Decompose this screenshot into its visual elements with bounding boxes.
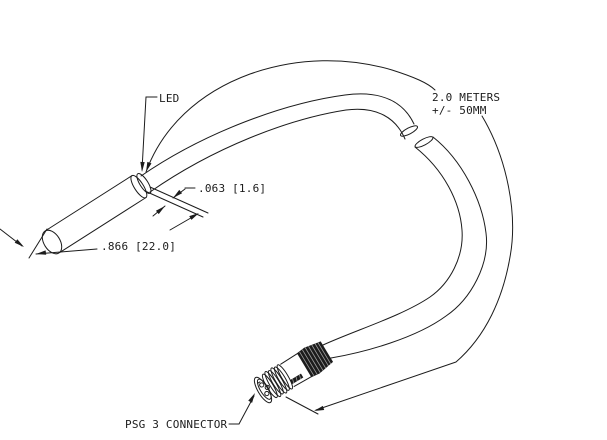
cable-break-end (414, 136, 434, 148)
dimension-arrow (189, 213, 199, 220)
leader-arrow (146, 161, 152, 172)
ridge-ring (270, 367, 288, 394)
dimension-line (35, 248, 98, 255)
slot-hatch (292, 374, 301, 384)
led-leader-arrow (140, 161, 145, 172)
connector-callout (228, 393, 255, 425)
cable-tolerance-label: +/- 50MM (432, 104, 487, 117)
knurled-nut (296, 341, 334, 378)
pin (264, 390, 270, 397)
leader-arrow (248, 393, 255, 403)
dimension-arrow (36, 250, 47, 255)
cable-edge (149, 108, 406, 193)
led-band-rear-edge (130, 174, 148, 199)
connector (253, 341, 334, 404)
dimension-arrow (173, 189, 183, 198)
led-leader-line (141, 96, 147, 171)
connector-body-edge (293, 376, 312, 387)
cable-edge (322, 146, 463, 346)
connector-slot (289, 373, 304, 385)
band-width-dimension (144, 186, 209, 218)
cable-run-1 (140, 93, 419, 193)
sensor-bottom-edge (59, 197, 147, 253)
band-width-label: .063 [1.6] (198, 182, 266, 195)
cable-length-leader-top (145, 60, 436, 173)
connector-extension-line (285, 396, 319, 415)
ridge-ring (264, 371, 282, 398)
ridge-ring (267, 370, 284, 395)
cable-edge (330, 136, 488, 359)
cable-run-2 (322, 136, 488, 359)
led-callout (140, 96, 158, 172)
led-label: LED (159, 92, 179, 105)
knurl-ridges (299, 342, 332, 376)
connector-grip-ridges (261, 364, 294, 399)
cable-length-label: 2.0 METERS (432, 91, 500, 104)
cable-break-end (399, 125, 419, 137)
leader-arrow (314, 405, 325, 411)
cable-edge (140, 93, 415, 177)
dimension-arrow (14, 239, 24, 247)
dimension-arrow (155, 206, 165, 215)
connector-face-rim (256, 378, 272, 400)
ridge-ring (273, 366, 290, 391)
keyway-notch (257, 381, 261, 384)
extension-line (28, 228, 48, 259)
cable-length-leader-bottom (315, 115, 514, 411)
sensor-end-face (41, 229, 63, 255)
connector-label: PSG 3 CONNECTOR (125, 418, 228, 431)
drawing-labels: LED .063 [1.6] .866 [22.0] 2.0 METERS +/… (101, 91, 500, 431)
sensor-top-edge (45, 175, 133, 231)
cable-length-callout (145, 60, 514, 415)
extension-line (149, 186, 209, 214)
ridge-ring (261, 373, 278, 399)
ridge-ring (276, 364, 294, 390)
barrel-length-dimension (0, 213, 199, 259)
knurl-fill (296, 341, 334, 378)
connector-body-edge (280, 353, 298, 365)
pin (259, 382, 265, 388)
barrel-length-label: .866 [22.0] (101, 240, 176, 253)
extension-line (144, 190, 204, 218)
